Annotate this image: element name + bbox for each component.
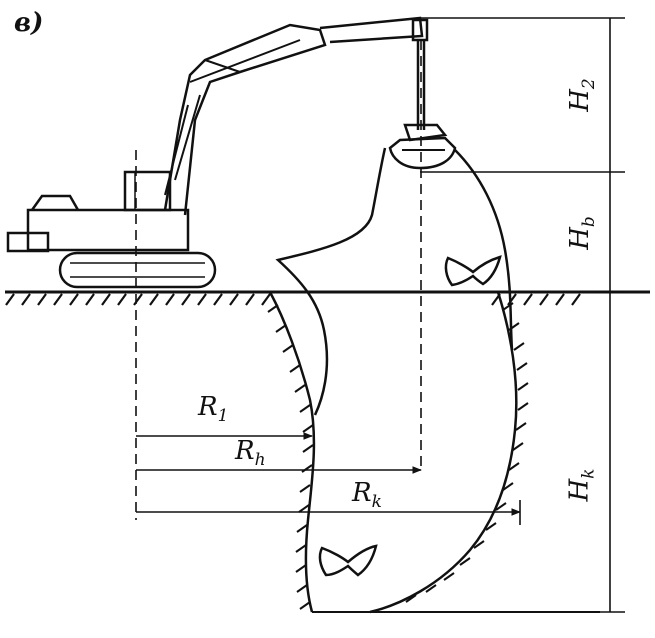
label-rk-main: R (352, 478, 372, 508)
grab-symbol-lower (318, 544, 378, 577)
height-dimensions (420, 17, 625, 613)
excavator (6, 16, 457, 289)
grab-symbol-upper (444, 255, 502, 287)
label-hb-main: H (564, 227, 595, 250)
label-rk-sub: k (371, 492, 382, 512)
label-h2-sub: 2 (578, 78, 599, 90)
label-r1-main: R (198, 392, 218, 422)
label-rh: Rh (235, 436, 266, 470)
radius-dimensions (136, 432, 521, 525)
label-h2-main: H (564, 89, 595, 112)
label-hb-sub: b (578, 216, 599, 228)
panel-label: в) (14, 8, 44, 38)
label-rh-sub: h (254, 450, 266, 470)
label-hk-sub: k (578, 468, 599, 479)
label-r1-sub: 1 (217, 406, 229, 426)
label-hb: Hb (564, 216, 599, 250)
trench-hatching-left (267, 304, 314, 610)
label-rh-main: R (235, 436, 255, 466)
dig-envelope (275, 147, 514, 416)
label-rk: Rk (352, 478, 382, 512)
ground-hatching (5, 293, 581, 306)
label-hk-main: H (564, 478, 595, 502)
label-r1: R1 (198, 392, 228, 426)
label-hk: Hk (564, 469, 599, 502)
trench-hatching-right (405, 302, 529, 603)
trench-wall (268, 291, 600, 614)
label-h2: H2 (564, 78, 599, 112)
